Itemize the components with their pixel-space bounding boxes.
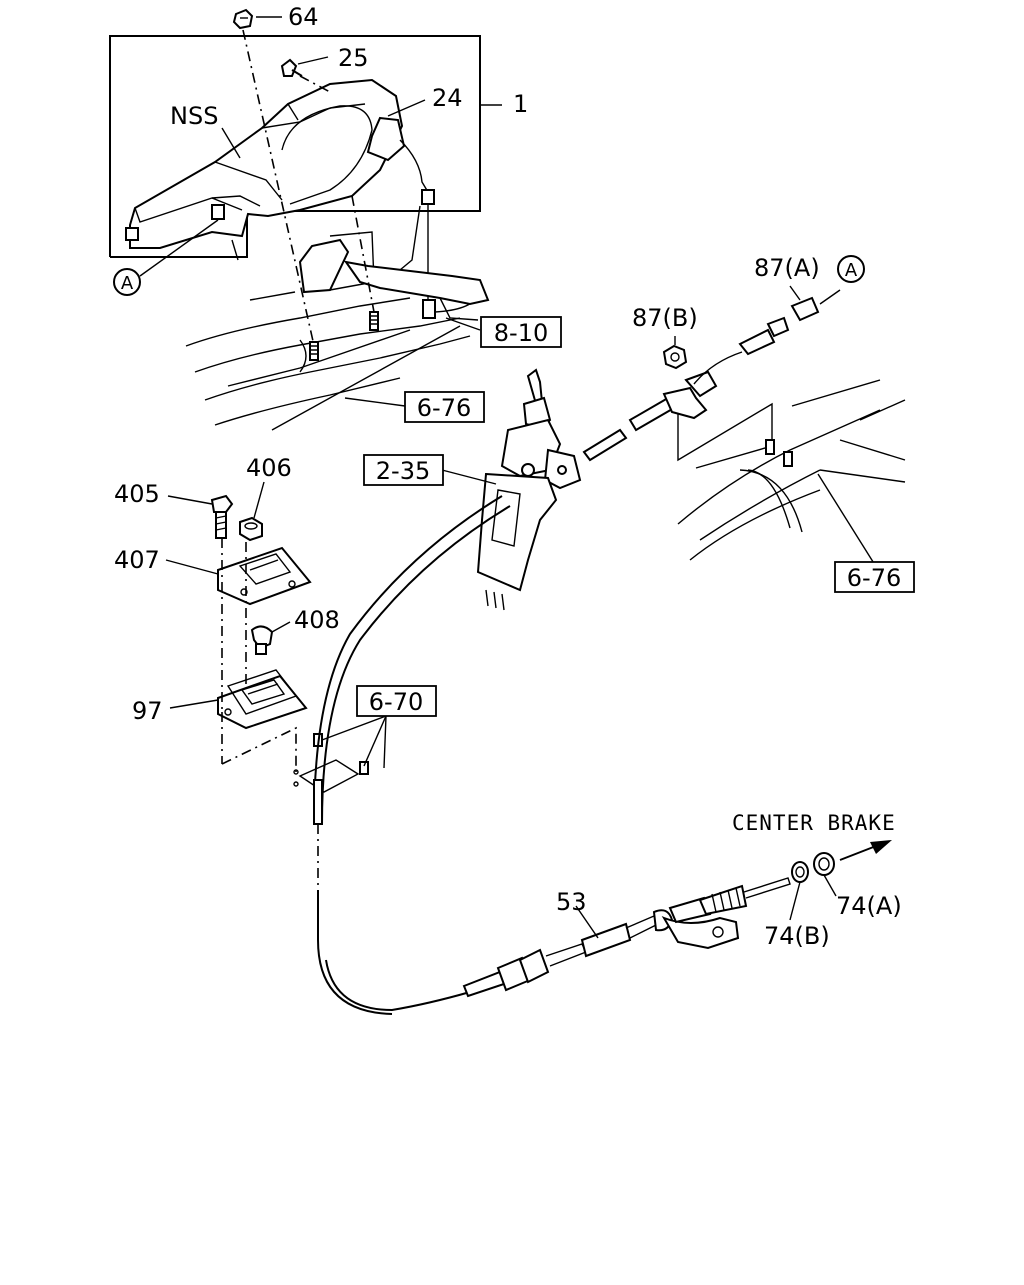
lever-base-bracket xyxy=(298,238,490,321)
studs-upper xyxy=(309,195,379,361)
ref-box-676-upper: 6-76 xyxy=(404,391,485,423)
callout-406: 406 xyxy=(246,454,292,482)
circle-a-left-label: A xyxy=(121,273,134,294)
nut-87b xyxy=(662,336,688,370)
callout-1: 1 xyxy=(513,90,528,118)
plate-97 xyxy=(169,669,308,730)
callout-25: 25 xyxy=(338,44,369,72)
cable-53 xyxy=(462,877,791,998)
leader-24 xyxy=(387,99,426,117)
floor-tunnel-upper xyxy=(185,205,471,431)
ref-670: 6-70 xyxy=(369,688,423,716)
ref-810: 8-10 xyxy=(494,319,548,347)
plate-407 xyxy=(165,546,312,606)
leader-235 xyxy=(441,469,497,485)
floor-rear-right xyxy=(677,379,906,566)
floor-section-670 xyxy=(293,715,387,793)
callout-87a: 87(A) xyxy=(754,254,820,282)
ref-235: 2-35 xyxy=(376,457,430,485)
callout-74b: 74(B) xyxy=(764,922,830,950)
bumper-408 xyxy=(250,621,291,655)
screw-25 xyxy=(280,56,331,93)
ref-box-670: 6-70 xyxy=(356,685,437,717)
ref-box-235: 2-35 xyxy=(363,454,444,486)
leader-circle-a-right xyxy=(819,289,841,305)
nut-406 xyxy=(239,481,265,542)
callout-24: 24 xyxy=(432,84,463,112)
callout-64: 64 xyxy=(288,3,319,31)
callout-408: 408 xyxy=(294,606,340,634)
callout-97: 97 xyxy=(132,697,163,725)
control-lever xyxy=(476,368,582,611)
bolt-405 xyxy=(167,494,234,539)
cover-assembly-frame xyxy=(109,35,502,258)
bracket-dash-lines xyxy=(221,538,297,772)
leader-676-upper xyxy=(344,397,406,407)
circle-a-right xyxy=(837,255,865,283)
main-cable xyxy=(313,495,511,1015)
callout-74a: 74(A) xyxy=(836,892,902,920)
callout-87b: 87(B) xyxy=(632,304,698,332)
leader-nss xyxy=(221,127,241,159)
callout-405: 405 xyxy=(114,480,160,508)
leader-810 xyxy=(445,317,481,331)
ref-box-810: 8-10 xyxy=(480,316,562,348)
direction-arrow xyxy=(839,840,892,861)
fastener-64 xyxy=(232,8,316,351)
callout-407: 407 xyxy=(114,546,160,574)
callout-53: 53 xyxy=(556,888,587,916)
nuts-74 xyxy=(789,852,837,921)
direction-label: CENTER BRAKE xyxy=(732,811,896,835)
cable-to-rear xyxy=(582,296,820,462)
ref-box-676-right: 6-76 xyxy=(834,561,915,593)
circle-a-right-label: A xyxy=(845,260,858,281)
leader-87a xyxy=(789,285,801,301)
callout-nss: NSS xyxy=(170,102,218,130)
console-cover xyxy=(125,78,404,261)
ref-676-right: 6-76 xyxy=(847,564,901,592)
ref-676-upper: 6-76 xyxy=(417,394,471,422)
circle-a-left xyxy=(113,219,219,296)
